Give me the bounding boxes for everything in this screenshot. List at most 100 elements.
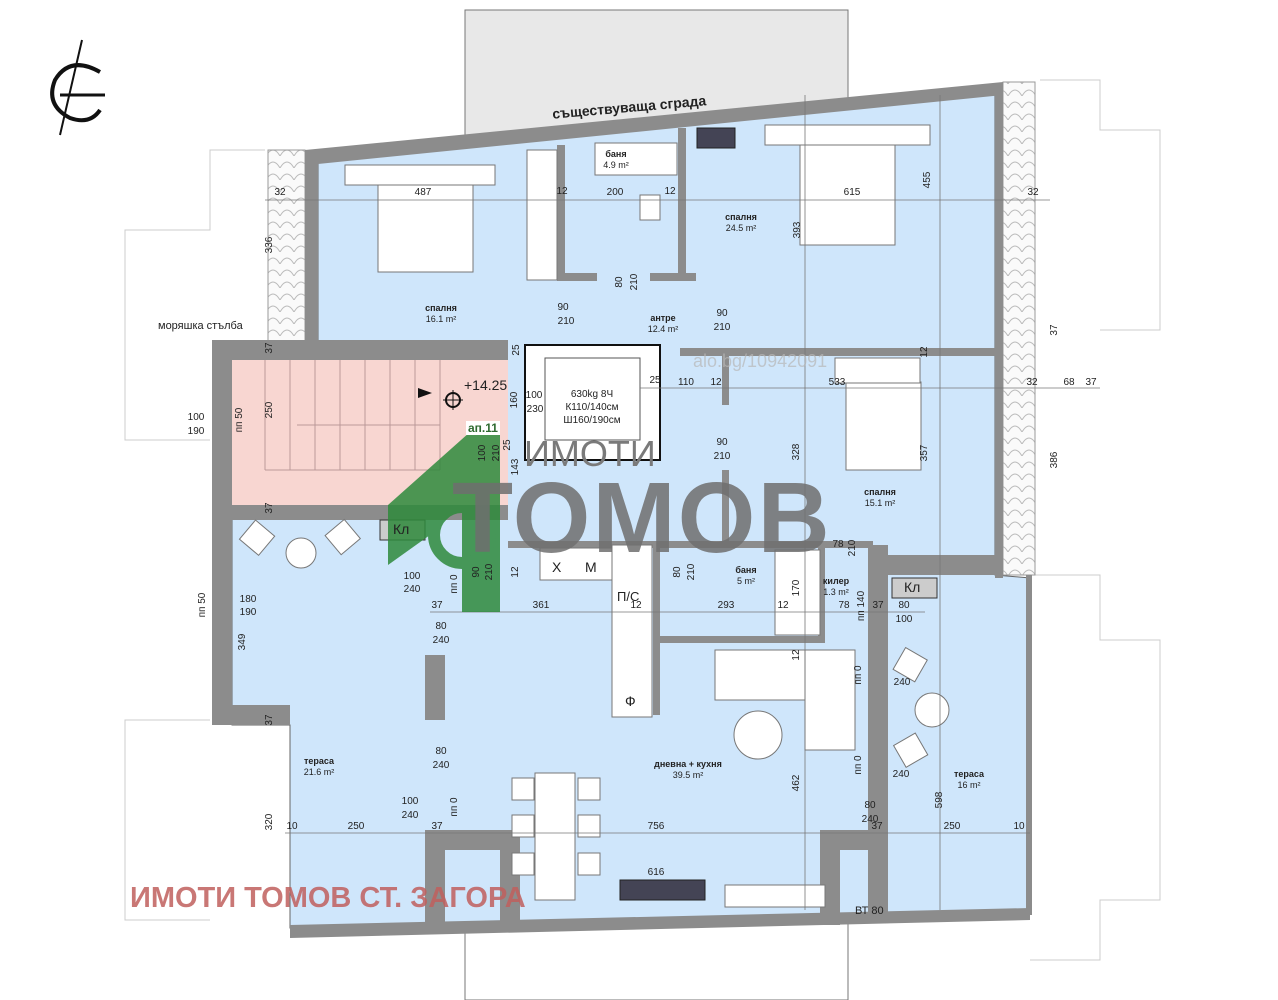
dimension-label: 240 (892, 769, 910, 780)
elevator-capacity: 630kg 8Ч (570, 389, 614, 400)
dimension-label: 210 (629, 273, 640, 291)
watermark-site: alo.bg/10942091 (693, 351, 828, 371)
dimension-label: 293 (717, 600, 735, 611)
dimension-label: 320 (264, 813, 275, 831)
dimension-label: 357 (919, 444, 930, 462)
stair-label: моряшка стълба (158, 320, 243, 332)
dimension-label: 170 (791, 579, 802, 597)
dimension-label: 10 (1013, 821, 1025, 832)
dimension-label: 37 (872, 600, 884, 611)
elevator-spec: 630kg 8Ч К110/140см Ш160/190см (563, 388, 620, 427)
dimension-label: пп 50 (234, 407, 245, 433)
dimension-label: 361 (532, 600, 550, 611)
kitchen-counter (611, 544, 653, 718)
level-mark: +14.25 (464, 377, 508, 393)
dimension-label: 100 (477, 444, 488, 462)
fridge-label: Х (552, 559, 562, 575)
dimension-label: 25 (511, 344, 522, 356)
bed (845, 381, 922, 471)
dimension-label: 240 (401, 810, 419, 821)
dimension-label: 80 (435, 746, 447, 757)
dimension-label: 80 (672, 566, 683, 578)
dimension-label: 37 (264, 342, 275, 354)
dimension-label: 12 (710, 377, 722, 388)
dimension-label: 100 (525, 390, 543, 401)
dimension-label: 615 (843, 187, 861, 198)
watermark-footer: ИМОТИ ТОМОВ СТ. ЗАГОРА (130, 882, 526, 914)
dimension-label: 240 (893, 677, 911, 688)
elevator-cabin: К110/140см (565, 402, 619, 413)
dimension-label: пп 0 (449, 574, 460, 594)
dimension-label: 240 (432, 635, 450, 646)
dimension-label: 250 (347, 821, 365, 832)
watermark-logo (388, 432, 500, 612)
dimension-label: 32 (1026, 377, 1038, 388)
dimension-label: 250 (264, 401, 275, 419)
dimension-label: 37 (431, 600, 443, 611)
dimension-label: 12 (630, 600, 642, 611)
dimension-label: 240 (432, 760, 450, 771)
dimension-label: 110 (678, 377, 694, 388)
dimension-label: 230 (526, 404, 544, 415)
dimension-label: 32 (274, 187, 286, 198)
dimension-label: 12 (510, 566, 521, 578)
ac-unit-label: Кл (904, 579, 921, 595)
dimension-label: пп 0 (449, 797, 460, 817)
dimension-label: 349 (237, 633, 248, 651)
dimension-label: 143 (510, 458, 521, 476)
dimension-label: 78 (838, 600, 850, 611)
dimension-label: 100 (401, 796, 419, 807)
dimension-label: 180 (239, 594, 257, 605)
dimension-label: 200 (606, 187, 624, 198)
bed (799, 139, 896, 246)
dimension-label: 598 (934, 791, 945, 809)
dimension-label: 240 (861, 814, 879, 825)
dimension-label: 336 (264, 236, 275, 254)
dimension-label: 90 (471, 566, 482, 578)
watermark-logo-top: ИМОТИ (524, 433, 656, 474)
dimension-label: 462 (791, 774, 802, 792)
dimension-label: 37 (264, 502, 275, 514)
water-heater-label: ВТ 80 (855, 905, 884, 917)
dimension-label: 80 (864, 800, 876, 811)
dimension-label: 80 (435, 621, 447, 632)
dimension-label: 37 (431, 821, 443, 832)
dimension-label: 328 (791, 443, 802, 461)
dishwasher-label: П/С (617, 589, 640, 604)
dimension-label: пп 140 (856, 590, 867, 622)
dimension-label: 12 (777, 600, 789, 611)
dimension-label: 37 (1049, 324, 1060, 336)
dimension-label: 250 (943, 821, 961, 832)
dimension-label: 12 (919, 346, 930, 358)
dimension-label: 160 (509, 391, 520, 409)
dimension-label: 12 (556, 186, 568, 197)
dimension-label: 386 (1049, 451, 1060, 469)
dimension-label: 12 (664, 186, 676, 197)
dimension-label: 32 (1027, 187, 1039, 198)
dimension-label: 100 (403, 571, 421, 582)
dimension-label: 210 (713, 451, 731, 462)
coffee-table (733, 710, 783, 760)
dimension-label: 90 (557, 302, 569, 313)
dimension-label: 487 (414, 187, 432, 198)
bed (377, 181, 474, 273)
dimension-label: 37 (871, 821, 883, 832)
dimension-label: 68 (1063, 377, 1075, 388)
dimension-label: 210 (484, 563, 495, 581)
dimension-label: пп 50 (197, 592, 208, 618)
dimension-label: 455 (922, 171, 933, 189)
bathtub (594, 142, 678, 176)
dimension-label: 210 (491, 444, 502, 462)
dimension-label: 90 (716, 437, 728, 448)
